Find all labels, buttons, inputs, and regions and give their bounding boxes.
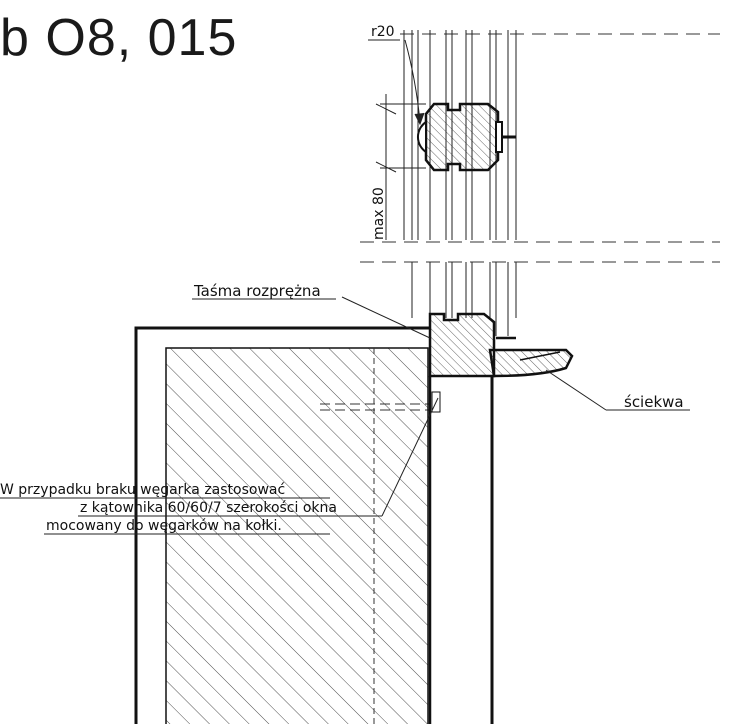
tape-callout <box>192 296 431 339</box>
wall-section <box>134 326 494 724</box>
sill-profile <box>428 312 574 378</box>
note-callout <box>0 397 439 535</box>
transom-profile <box>417 102 516 172</box>
drip-callout <box>545 369 690 411</box>
max-dimension-label: max 80 <box>371 187 387 240</box>
note-line-1: W przypadku braku węgarka zastosować <box>0 482 285 498</box>
tape-label: Taśma rozprężna <box>193 282 321 300</box>
drawing-title: b O8, 015 <box>0 9 238 67</box>
lower-glazing-lines <box>411 262 517 336</box>
note-line-3: mocowany do węgarków na kołki. <box>46 518 282 534</box>
note-line-2: z kątownika 60/60/7 szerokości okna <box>80 500 337 516</box>
radius-label: r20 <box>371 24 395 40</box>
radius-callout <box>368 39 425 126</box>
drip-label: ściekwa <box>624 393 684 411</box>
max-dimension <box>375 94 426 240</box>
